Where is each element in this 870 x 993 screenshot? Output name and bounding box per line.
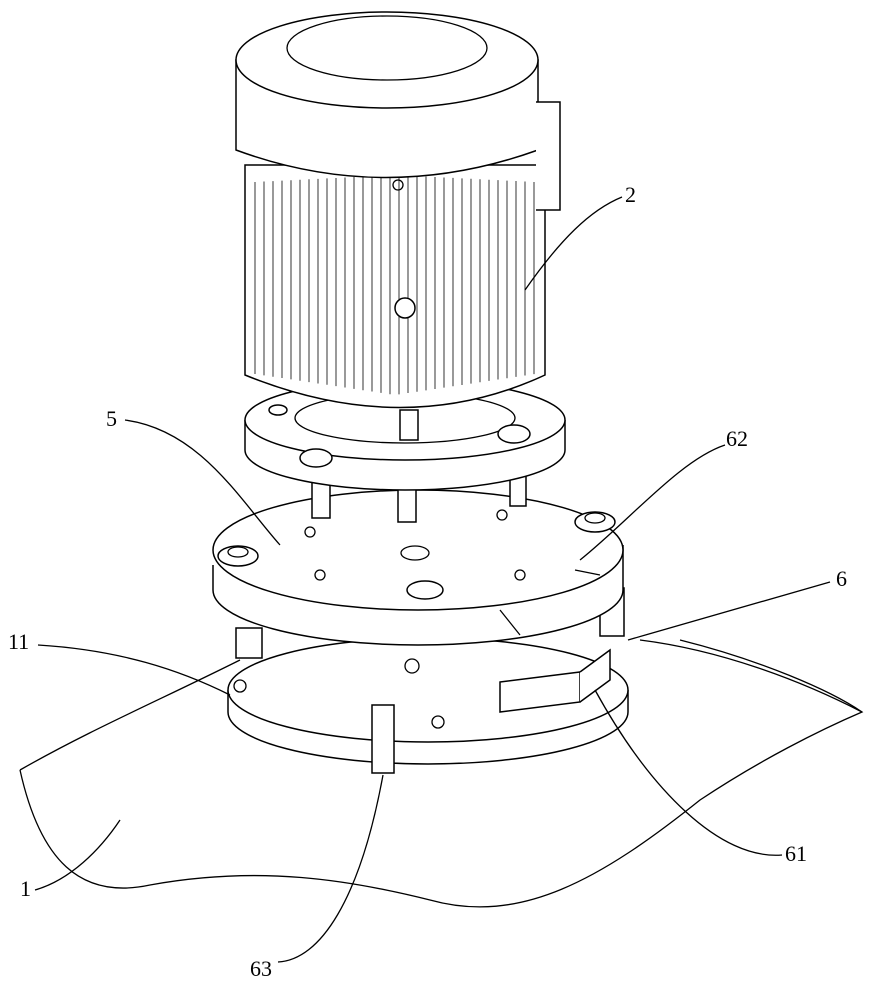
label-63: 63	[250, 958, 272, 980]
label-6: 6	[836, 568, 847, 590]
label-61: 61	[785, 843, 807, 865]
label-62: 62	[726, 428, 748, 450]
label-2: 2	[625, 184, 636, 206]
base-edge-right	[640, 640, 862, 712]
upper-plate	[213, 490, 623, 645]
label-1: 1	[20, 878, 31, 900]
base-edge	[20, 660, 240, 770]
motor	[236, 12, 560, 440]
label-5: 5	[106, 408, 117, 430]
label-11: 11	[8, 631, 29, 653]
